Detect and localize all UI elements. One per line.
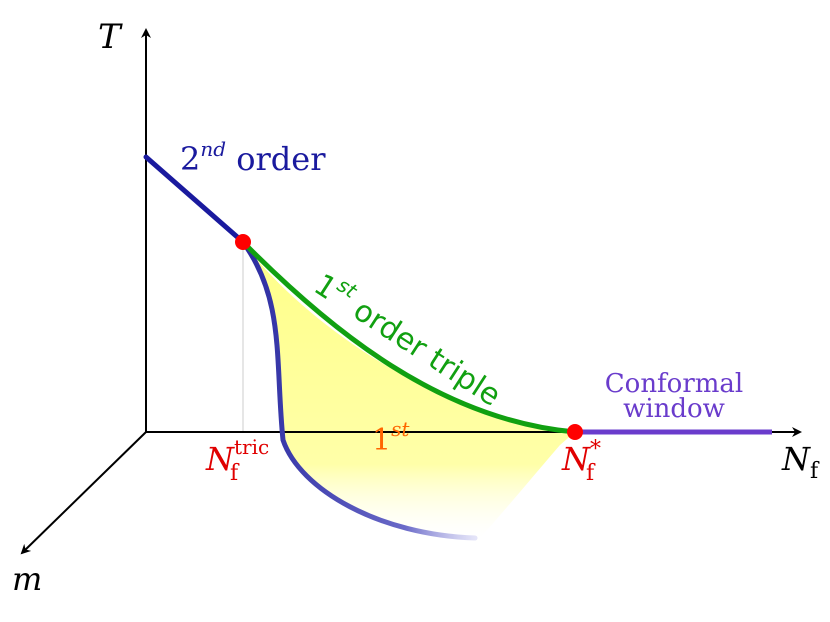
conformal-window-label-line2: window bbox=[623, 394, 725, 424]
nf-tric-label: Ntric bbox=[205, 435, 269, 478]
nf-tric-sub: f bbox=[230, 461, 240, 486]
m-axis-label: m bbox=[12, 560, 42, 598]
second-order-label: 2nd order bbox=[180, 137, 326, 178]
nf-star-point bbox=[567, 424, 583, 440]
nf-star-label: N* bbox=[561, 437, 601, 478]
tricritical-point bbox=[235, 234, 251, 250]
nf-star-sub: f bbox=[586, 461, 596, 486]
second-order-line bbox=[143, 154, 246, 245]
nf-axis-label: Nf bbox=[781, 440, 820, 484]
t-axis-label: T bbox=[98, 17, 123, 57]
conformal-window-label-line1: Conformal bbox=[605, 369, 743, 399]
first-order-triple-line bbox=[240, 239, 578, 435]
second-order-curve bbox=[240, 239, 478, 541]
m-axis bbox=[20, 431, 147, 555]
first-region-label: 1st bbox=[372, 417, 410, 458]
first-order-region bbox=[243, 242, 575, 538]
